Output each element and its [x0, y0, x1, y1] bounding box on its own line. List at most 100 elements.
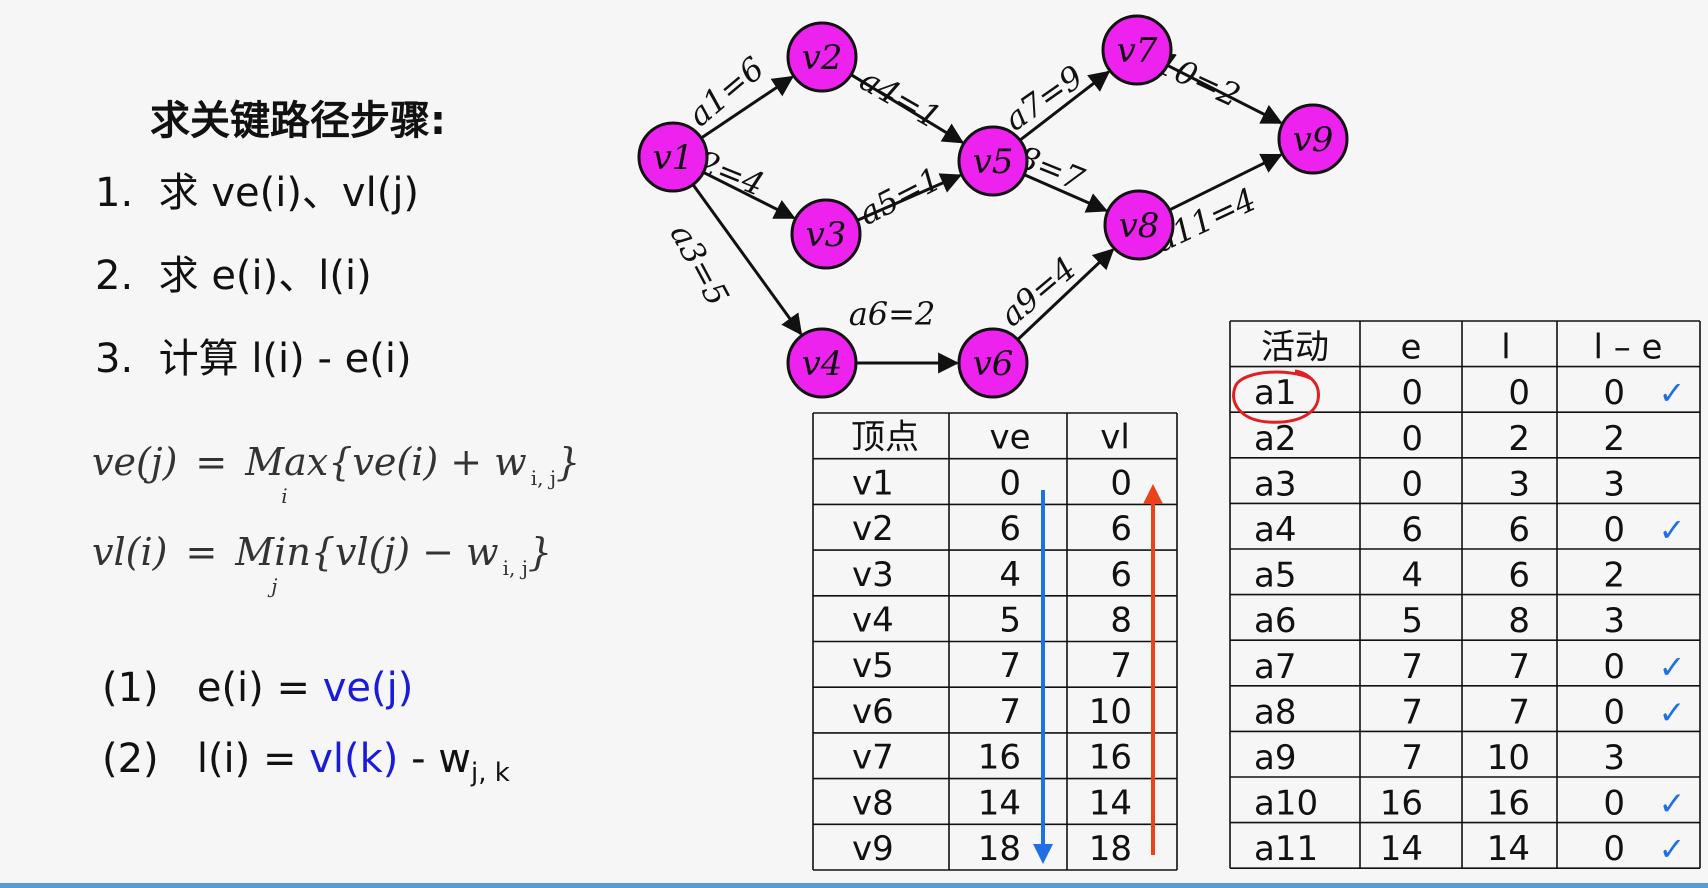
activity-table-cell: 7	[1401, 692, 1423, 732]
activity-table-cell: 0	[1401, 373, 1423, 413]
vertex-table-cell: 14	[978, 783, 1021, 823]
vertex-table-cell: 18	[1089, 829, 1132, 869]
step-1: 1. 求 ve(i)、vl(j)	[95, 170, 420, 216]
activity-table-cell: a5	[1254, 556, 1296, 596]
node-label-v4: v4	[802, 344, 843, 384]
activity-table-header: 活动	[1261, 328, 1329, 368]
activity-table-cell: 3	[1603, 464, 1625, 504]
activity-table-cell: 7	[1508, 692, 1530, 732]
vertex-table-cell: 10	[1089, 692, 1132, 732]
activity-table-cell: a8	[1254, 692, 1296, 732]
node-v8	[1103, 189, 1175, 261]
vertex-table-cell: v8	[852, 783, 894, 823]
vertex-table-cell: v1	[852, 463, 894, 503]
activity-table-cell: 7	[1401, 647, 1423, 687]
node-v1	[637, 121, 709, 193]
activity-table-cell: a9	[1254, 738, 1296, 778]
activity-table-cell: 8	[1508, 601, 1530, 641]
activity-table-cell: 16	[1380, 784, 1423, 824]
edge-v5-v8	[1023, 173, 1108, 213]
activity-table-header: l	[1501, 328, 1510, 368]
activity-table-cell: 0	[1603, 784, 1625, 824]
vertex-table-cell: 7	[999, 646, 1021, 686]
activity-table-cell: 6	[1508, 510, 1530, 550]
critical-check-icon: ✓	[1659, 785, 1686, 823]
edge-v1-v2	[700, 75, 794, 140]
node-label-v5: v5	[973, 142, 1014, 182]
activity-table-cell: 10	[1487, 738, 1530, 778]
edge-label-a7: a7=9	[997, 58, 1090, 139]
edge-v7-v9	[1166, 64, 1283, 125]
highlight-circle-a1	[1232, 369, 1320, 424]
activity-table-cell: 16	[1487, 784, 1530, 824]
activity-table-cell: a1	[1254, 373, 1296, 413]
vertex-table-cell: 14	[1089, 783, 1132, 823]
vertex-table-cell: 7	[999, 692, 1021, 732]
edge-v5-v7	[1019, 70, 1111, 142]
activity-table-cell: 0	[1508, 373, 1530, 413]
activity-table-cell: 3	[1508, 464, 1530, 504]
edge-v2-v5	[850, 73, 965, 144]
edge-label-a5: a5=1	[853, 160, 947, 233]
node-label-v1: v1	[653, 138, 694, 178]
activity-table-cell: a7	[1254, 647, 1296, 687]
node-v9	[1277, 103, 1349, 175]
node-label-v9: v9	[1293, 120, 1334, 160]
activity-table-cell: a6	[1254, 601, 1296, 641]
vertex-table-header: vl	[1100, 418, 1130, 458]
activity-table-cell: 14	[1380, 829, 1423, 869]
activity-table-header: e	[1401, 328, 1422, 368]
vertex-table-cell: v2	[852, 509, 894, 549]
activity-table-cell: 6	[1508, 556, 1530, 596]
activity-table-cell: a3	[1254, 464, 1296, 504]
step-3: 3. 计算 l(i) - e(i)	[95, 336, 412, 382]
activity-table-cell: 0	[1603, 510, 1625, 550]
vertex-table-cell: v5	[852, 646, 894, 686]
vertex-table-cell: 16	[1089, 738, 1132, 778]
vertex-table-cell: 5	[999, 601, 1021, 641]
edge-v1-v4	[691, 183, 803, 336]
page-title: 求关键路径步骤:	[150, 98, 446, 144]
node-label-v6: v6	[973, 344, 1014, 384]
vertex-table-cell: 8	[1110, 601, 1132, 641]
vertex-table-cell: 0	[1110, 463, 1132, 503]
vertex-table-cell: 0	[999, 463, 1021, 503]
node-label-v3: v3	[806, 215, 847, 255]
activity-table-header: l – e	[1594, 328, 1663, 368]
vertex-table-cell: v7	[852, 738, 894, 778]
edge-label-a4: a4=1	[853, 60, 947, 136]
activity-table-cell: 2	[1508, 419, 1530, 459]
edge-v3-v5	[856, 173, 962, 222]
vertex-table-header: ve	[989, 418, 1030, 458]
equation-e: (1) e(i) = ve(j)	[102, 665, 414, 711]
vertex-table-cell: v9	[852, 829, 894, 869]
vertex-table-cell: 18	[978, 829, 1021, 869]
edge-v1-v3	[702, 170, 796, 220]
activity-table-cell: 0	[1603, 647, 1625, 687]
node-v4	[786, 327, 858, 399]
vertex-table-cell: 6	[1110, 555, 1132, 595]
vertex-table-cell: 6	[1110, 509, 1132, 549]
vertex-table-header: 顶点	[851, 418, 919, 458]
bottom-accent-bar	[0, 883, 1708, 888]
step-2: 2. 求 e(i)、l(i)	[95, 253, 372, 299]
node-v3	[790, 198, 862, 270]
critical-check-icon: ✓	[1659, 648, 1686, 686]
activity-table-cell: a4	[1254, 510, 1296, 550]
node-label-v2: v2	[802, 38, 843, 78]
activity-table-cell: 0	[1603, 373, 1625, 413]
node-v5	[957, 125, 1029, 197]
activity-table-cell: 14	[1487, 829, 1530, 869]
node-v2	[786, 21, 858, 93]
vertex-table-cell: 4	[999, 555, 1021, 595]
activity-table-cell: 7	[1508, 647, 1530, 687]
edge-v6-v8	[1016, 248, 1115, 341]
edge-label-a6: a6=2	[849, 295, 936, 333]
node-label-v7: v7	[1117, 31, 1158, 71]
activity-table-cell: 0	[1401, 464, 1423, 504]
activity-table-cell: a11	[1254, 829, 1318, 869]
